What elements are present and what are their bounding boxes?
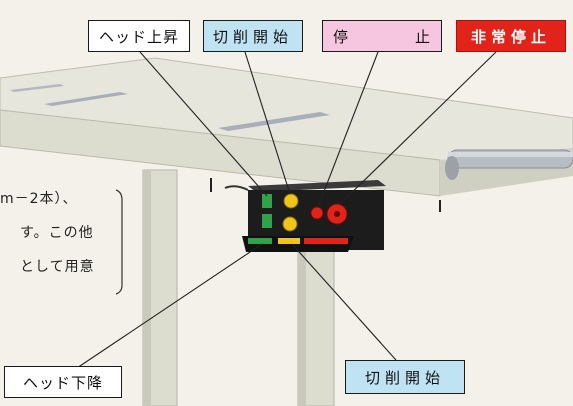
side-text-line3: として用意 bbox=[20, 259, 95, 275]
table-leg-right-shade bbox=[298, 250, 306, 406]
stop-label: 停 止 bbox=[322, 20, 442, 52]
color-strip-yellow bbox=[278, 238, 300, 244]
text-bracket bbox=[115, 189, 123, 295]
head-up-button[interactable] bbox=[262, 194, 272, 208]
head-down-button[interactable] bbox=[262, 214, 272, 228]
color-strip-green bbox=[248, 238, 272, 244]
table-leg-left-shade bbox=[143, 170, 151, 406]
side-text-line2: す。この他 bbox=[20, 225, 94, 241]
table-slot bbox=[10, 84, 64, 92]
control-box-top bbox=[248, 180, 386, 192]
table-slot bbox=[218, 112, 330, 131]
cut-start-label-top: 切削開始 bbox=[203, 20, 303, 52]
leader-line-icon bbox=[73, 51, 497, 371]
stop-label-left: 停 bbox=[333, 27, 350, 46]
emergency-stop-center bbox=[334, 211, 340, 217]
roller-icon bbox=[445, 149, 573, 180]
cut-start-button-bottom[interactable] bbox=[282, 216, 298, 232]
stop-button[interactable] bbox=[310, 206, 324, 220]
cut-start-button-top[interactable] bbox=[283, 193, 299, 209]
stop-label-right: 止 bbox=[414, 27, 431, 46]
cut-start-label-bottom: 切削開始 bbox=[345, 360, 465, 394]
table-slot bbox=[44, 92, 128, 106]
head-down-label: ヘッド下降 bbox=[4, 366, 122, 398]
side-text-line1: m－2本）、 bbox=[0, 191, 78, 207]
emergency-stop-label: 非常停止 bbox=[456, 20, 566, 52]
color-strip-red bbox=[304, 238, 348, 244]
cable bbox=[224, 185, 249, 191]
head-up-label: ヘッド上昇 bbox=[88, 20, 190, 52]
